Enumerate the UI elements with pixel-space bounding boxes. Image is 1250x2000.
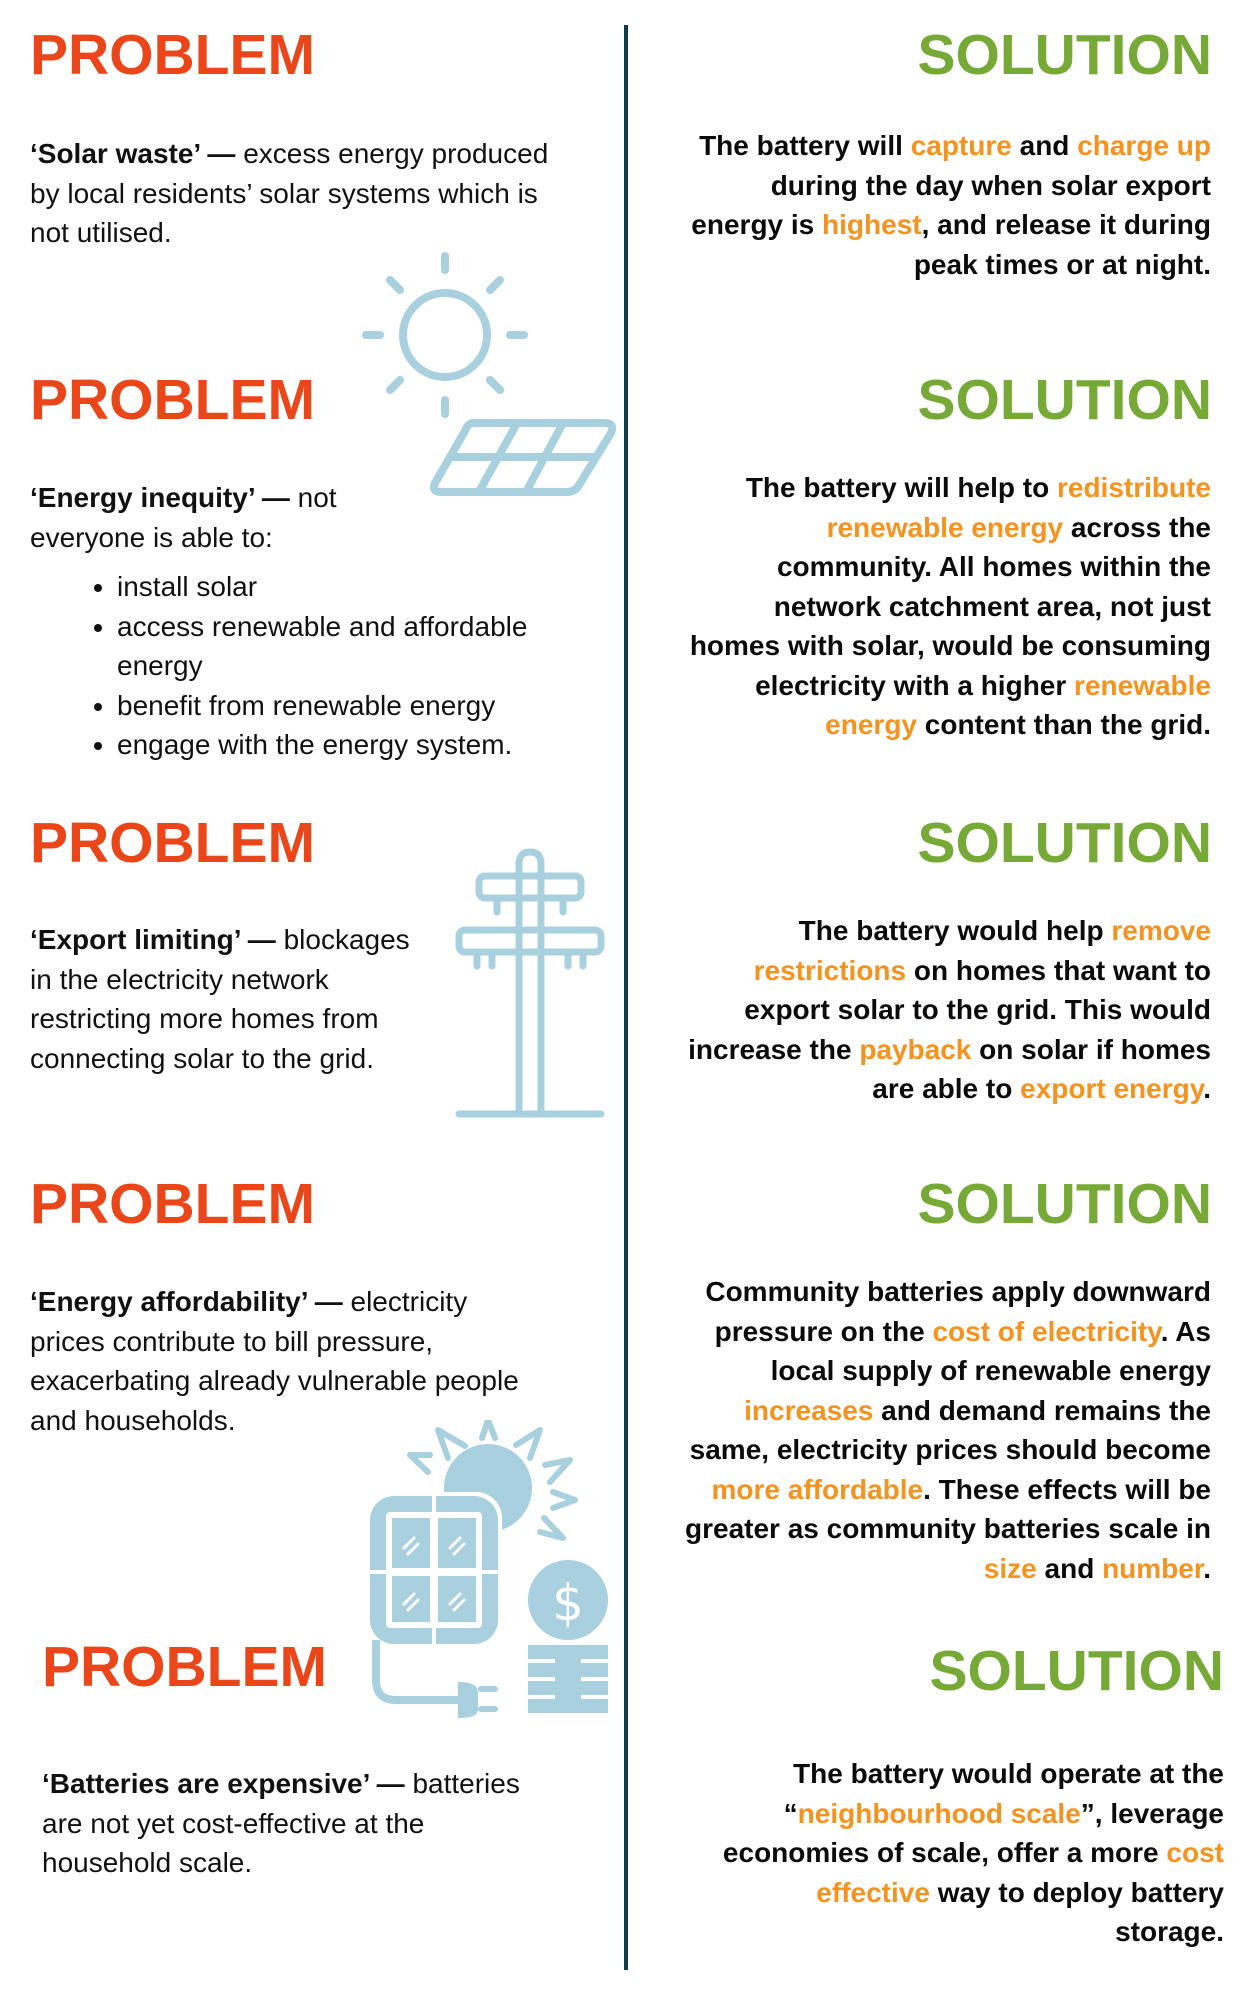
problem-heading-2: PROBLEM bbox=[30, 368, 315, 432]
solar-panel-plug-coins-icon: $ bbox=[370, 1420, 608, 1718]
problem-text-5: ‘Batteries are expensive’ — batteries ar… bbox=[42, 1768, 520, 1878]
solution-text-5: The battery would operate at the“neighbo… bbox=[722, 1758, 1224, 1947]
problem-text-3: ‘Export limiting’ — blockages in the ele… bbox=[30, 924, 410, 1074]
bullet-item: install solar bbox=[117, 567, 597, 607]
problem-term-2: ‘Energy inequity’ — bbox=[30, 482, 290, 513]
bullet-item: engage with the energy system. bbox=[117, 725, 597, 765]
problem-term-4: ‘Energy affordability’ — bbox=[30, 1286, 343, 1317]
problem-text-2: ‘Energy inequity’ — not everyone is able… bbox=[30, 482, 337, 553]
sun-and-solar-panel-icon bbox=[362, 252, 617, 496]
solution-heading-1: SOLUTION bbox=[917, 23, 1213, 87]
bullet-item: access renewable and affordable energy bbox=[117, 607, 597, 686]
problem-text-4: ‘Energy affordability’ — electricity pri… bbox=[30, 1286, 519, 1436]
center-divider bbox=[624, 25, 628, 1970]
problem-term-3: ‘Export limiting’ — bbox=[30, 924, 276, 955]
inequity-bullet-list: install solar access renewable and affor… bbox=[30, 567, 597, 765]
solution-heading-3: SOLUTION bbox=[917, 811, 1213, 875]
solution-heading-2: SOLUTION bbox=[917, 368, 1213, 432]
bullet-item: benefit from renewable energy bbox=[117, 686, 597, 726]
problem-heading-1: PROBLEM bbox=[30, 23, 315, 87]
problem-heading-5: PROBLEM bbox=[42, 1635, 327, 1699]
problem-heading-3: PROBLEM bbox=[30, 811, 315, 875]
problem-term-5: ‘Batteries are expensive’ — bbox=[42, 1768, 405, 1799]
solution-heading-4: SOLUTION bbox=[917, 1172, 1213, 1236]
solution-heading-5: SOLUTION bbox=[929, 1639, 1225, 1703]
problem-heading-4: PROBLEM bbox=[30, 1172, 315, 1236]
problem-text-1: ‘Solar waste’ — excess energy produced b… bbox=[30, 138, 549, 248]
svg-text:$: $ bbox=[552, 1574, 584, 1632]
problem-term-1: ‘Solar waste’ — bbox=[30, 138, 236, 169]
power-pole-icon bbox=[455, 848, 605, 1118]
